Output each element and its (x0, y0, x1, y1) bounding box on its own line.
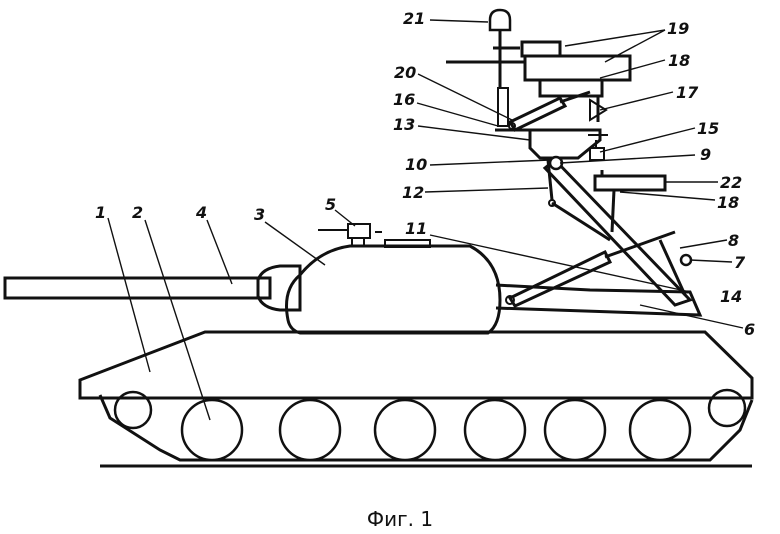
figure-caption: Фиг. 1 (367, 507, 433, 531)
label-9: 9 (700, 145, 711, 164)
label-19: 19 (667, 19, 689, 38)
label-12: 12 (402, 183, 424, 202)
label-15: 15 (697, 119, 719, 138)
sensor-head (490, 10, 510, 30)
turret (287, 246, 501, 333)
label-4: 4 (195, 203, 207, 222)
commander-machine-gun (318, 224, 382, 246)
label-1: 1 (95, 203, 106, 222)
road-wheel (375, 400, 435, 460)
label-2: 2 (132, 203, 143, 222)
label-14: 14 (720, 287, 742, 306)
label-11: 11 (405, 219, 427, 238)
small-block (590, 148, 604, 160)
label-16: 16 (393, 90, 415, 109)
road-wheels (115, 390, 745, 460)
sprocket-wheel (709, 390, 745, 426)
optical-device (595, 176, 665, 190)
gun-mantlet (258, 266, 300, 310)
label-3: 3 (254, 205, 265, 224)
label-21: 21 (403, 9, 425, 28)
reference-numerals: 1 2 4 3 5 6 7 8 9 10 11 12 13 14 15 16 1… (95, 9, 755, 339)
label-7: 7 (734, 253, 746, 272)
road-wheel (545, 400, 605, 460)
label-18-lower: 18 (717, 193, 739, 212)
label-13: 13 (393, 115, 415, 134)
label-8: 8 (728, 231, 739, 250)
tilt-cylinder (510, 98, 565, 130)
hull (80, 332, 752, 398)
label-6: 6 (744, 320, 755, 339)
road-wheel (630, 400, 690, 460)
road-wheel (182, 400, 242, 460)
road-wheel (465, 400, 525, 460)
label-17: 17 (676, 83, 699, 102)
hydraulic-cylinder (506, 232, 675, 306)
label-10: 10 (405, 155, 427, 174)
support-post (498, 88, 508, 126)
label-18-upper: 18 (668, 51, 690, 70)
road-wheel (280, 400, 340, 460)
label-20: 20 (394, 63, 416, 82)
label-5: 5 (325, 195, 336, 214)
pivot-joint (681, 255, 691, 265)
label-22: 22 (720, 173, 742, 192)
